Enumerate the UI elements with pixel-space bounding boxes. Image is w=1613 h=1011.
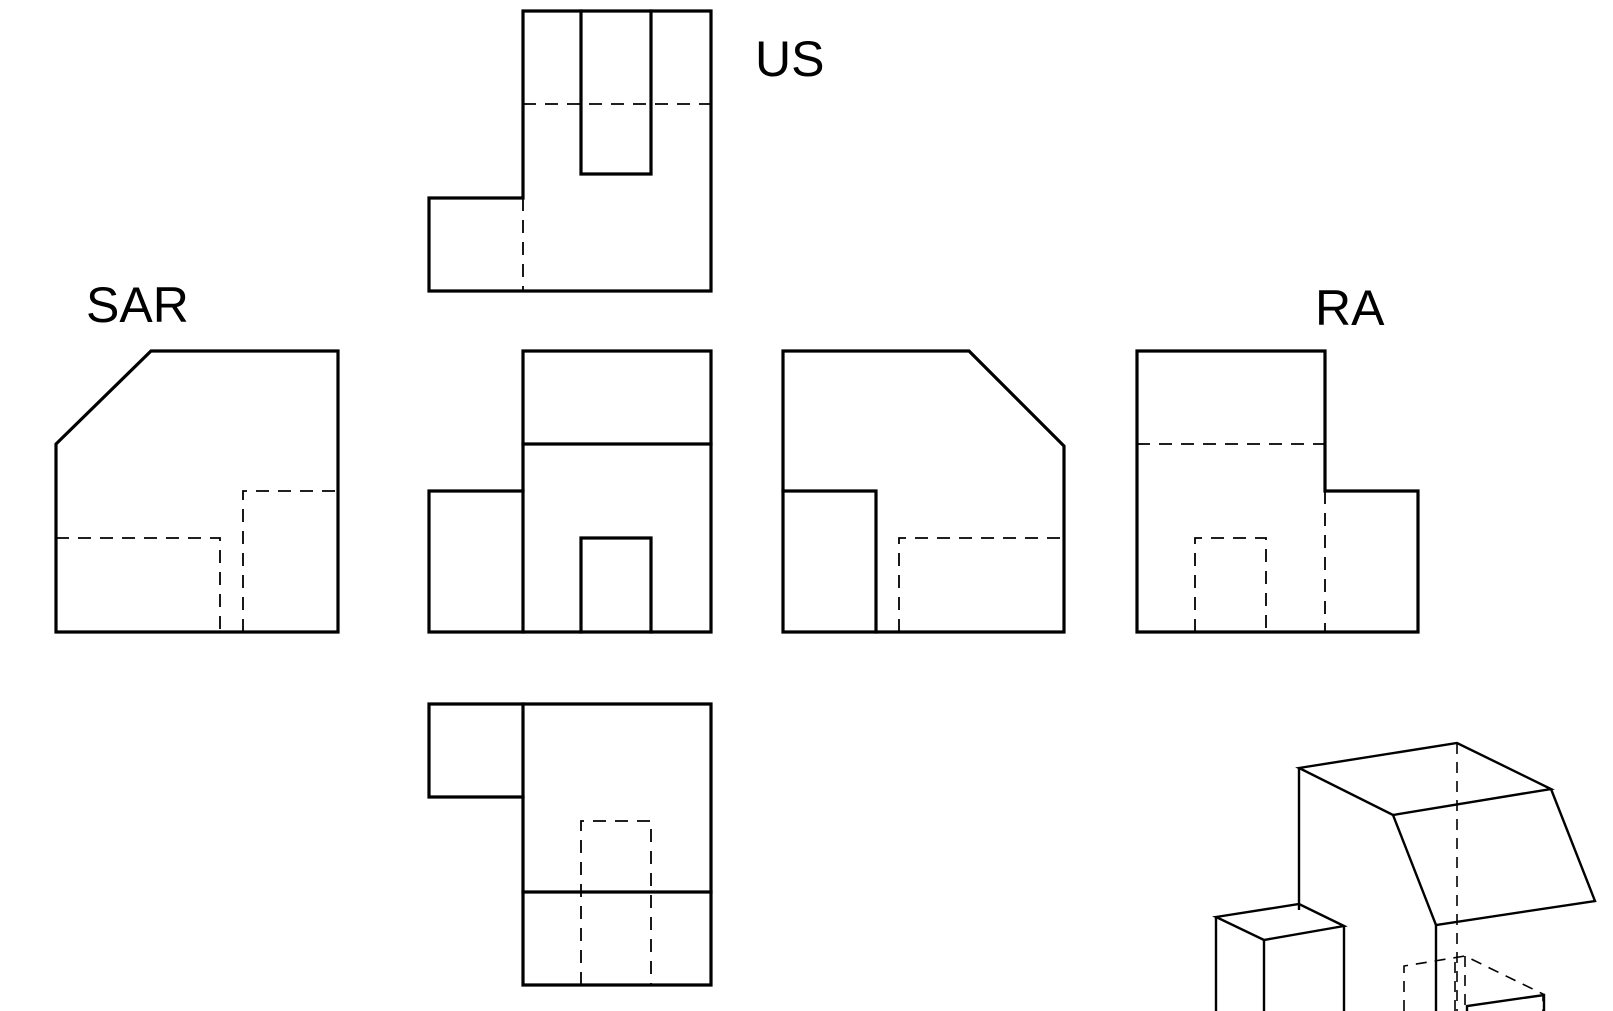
top-view-label: US: [755, 31, 824, 87]
bottom-view-hidden-opening: [580, 820, 652, 985]
right-side-view: [781, 349, 1066, 634]
left-side-view-label: SAR: [86, 277, 189, 333]
front-view-opening: [579, 536, 653, 634]
top-view: [427, 9, 713, 293]
top-view-outline: [427, 9, 713, 293]
left-side-view-hidden-block: [242, 490, 338, 632]
front-view-outline: [427, 349, 713, 634]
isometric-view: [1211, 741, 1597, 1011]
rear-view-label: RA: [1315, 280, 1385, 336]
isometric-top-face: [1295, 741, 1555, 817]
left-side-view-outline: [54, 349, 340, 634]
right-side-view-outline: [781, 349, 1066, 634]
isometric-small-block-top: [1211, 902, 1348, 942]
right-side-view-step: [781, 489, 878, 634]
isometric-hidden-opening-inner: [1454, 956, 1466, 1011]
top-view-slot: [579, 9, 653, 176]
rear-view-outline: [1135, 349, 1420, 634]
isometric-chamfer-face: [1391, 788, 1597, 927]
left-side-view-hidden-step: [56, 537, 221, 632]
bottom-view: [427, 702, 713, 987]
bottom-view-outline: [427, 702, 713, 987]
isometric-hidden-opening: [1403, 955, 1544, 1011]
rear-view-hidden-opening: [1194, 537, 1267, 632]
right-side-view-hidden-block: [898, 537, 1064, 632]
left-side-view: [54, 349, 340, 634]
rear-view: [1135, 349, 1420, 634]
front-view: [427, 349, 713, 634]
isometric-opening-edge: [1465, 993, 1546, 1011]
